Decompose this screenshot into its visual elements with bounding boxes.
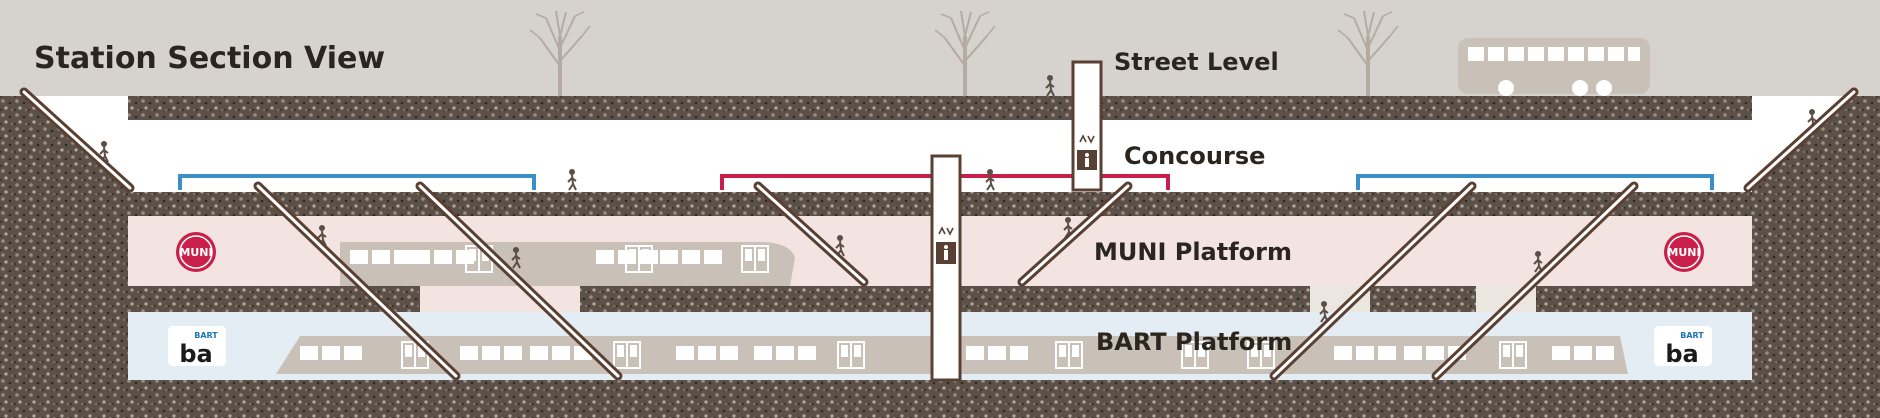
fare-zone-left: [178, 174, 536, 190]
street-level-label: Street Level: [1114, 48, 1279, 76]
concourse-label: Concourse: [1124, 142, 1265, 170]
muni-platform-label: MUNI Platform: [1094, 238, 1292, 266]
bart-logo: BART ba: [168, 326, 226, 368]
elevator-platform: [930, 154, 962, 382]
svg-text:BART: BART: [194, 331, 218, 340]
svg-text:ba: ba: [179, 340, 212, 368]
svg-text:MUNI: MUNI: [179, 246, 212, 259]
svg-text:BART: BART: [1680, 331, 1704, 340]
diagram-title: Station Section View: [34, 41, 385, 76]
elevator-icon: [1077, 134, 1097, 170]
muni-logo: MUNI: [1664, 232, 1704, 272]
muni-pit: [420, 286, 580, 312]
muni-train: [330, 242, 795, 286]
bart-logo: BART ba: [1654, 326, 1712, 368]
elevator-icon: [936, 226, 956, 264]
elevator-street: [1071, 60, 1103, 192]
bart-platform-label: BART Platform: [1096, 328, 1292, 356]
fare-zone-right: [1356, 174, 1714, 190]
svg-text:ba: ba: [1665, 340, 1698, 368]
svg-text:MUNI: MUNI: [1667, 246, 1700, 259]
bus-icon: [1458, 38, 1650, 96]
street-slab: [128, 96, 1752, 120]
muni-logo: MUNI: [176, 232, 216, 272]
